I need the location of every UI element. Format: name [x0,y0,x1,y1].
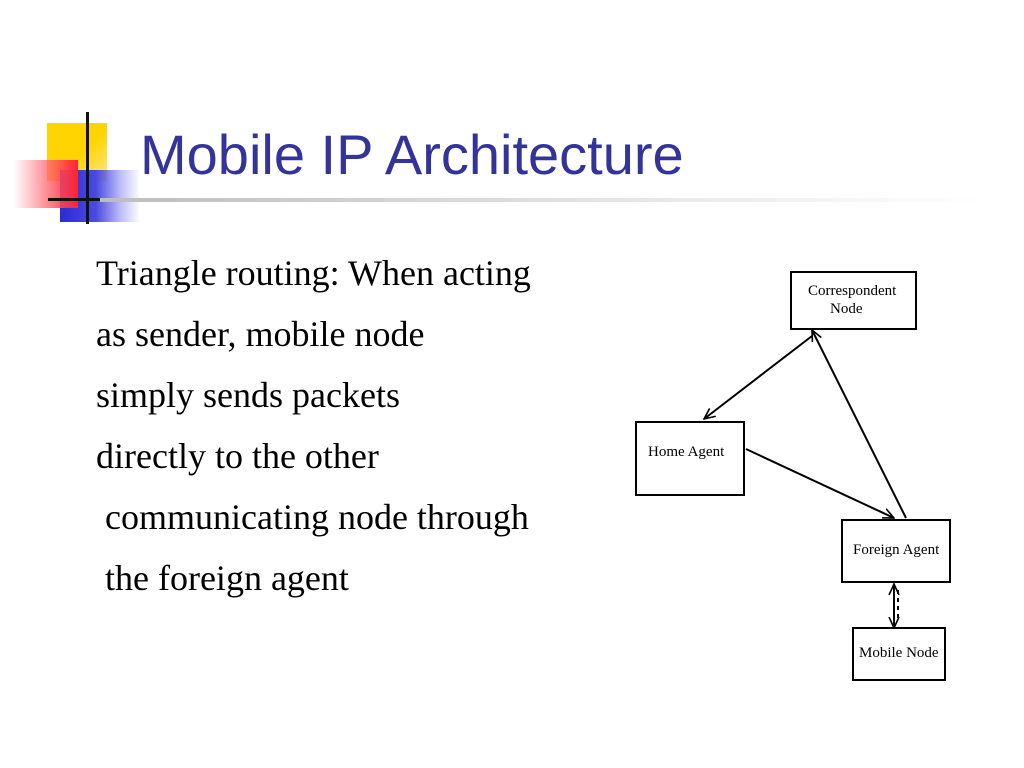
correspondent-node-label-2: Node [830,301,863,317]
body-line: as sender, mobile node [96,314,425,354]
body-line: the foreign agent [96,558,349,598]
body-text: Triangle routing: When acting as sender,… [96,248,636,614]
correspondent-node: Correspondent Node [790,271,917,330]
home-agent-node: Home Agent [635,421,745,496]
body-line: Triangle routing: When acting [96,253,531,293]
edge-home-agent-to-foreign-agent [745,448,894,519]
body-line: simply sends packets [96,375,400,415]
title-underline [100,198,980,202]
edge-correspondent-to-home-agent [704,335,813,419]
body-line: communicating node through [96,497,529,537]
body-line: directly to the other [96,436,379,476]
home-agent-label: Home Agent [648,444,725,460]
corner-logo [0,0,160,240]
mobile-node: Mobile Node [852,627,946,681]
foreign-agent-label: Foreign Agent [853,542,940,558]
logo-horizontal-line [48,198,118,201]
edge-foreign-agent-to-correspondent [811,330,907,519]
correspondent-node-box [790,271,917,330]
mobile-node-box [852,627,946,681]
foreign-agent-box [841,519,951,583]
slide-title: Mobile IP Architecture [140,123,684,186]
home-agent-box [635,421,745,496]
mobile-node-label: Mobile Node [859,645,939,661]
foreign-agent-node: Foreign Agent [841,519,951,583]
correspondent-node-label: Correspondent [808,283,897,299]
logo-vertical-line [86,112,89,224]
